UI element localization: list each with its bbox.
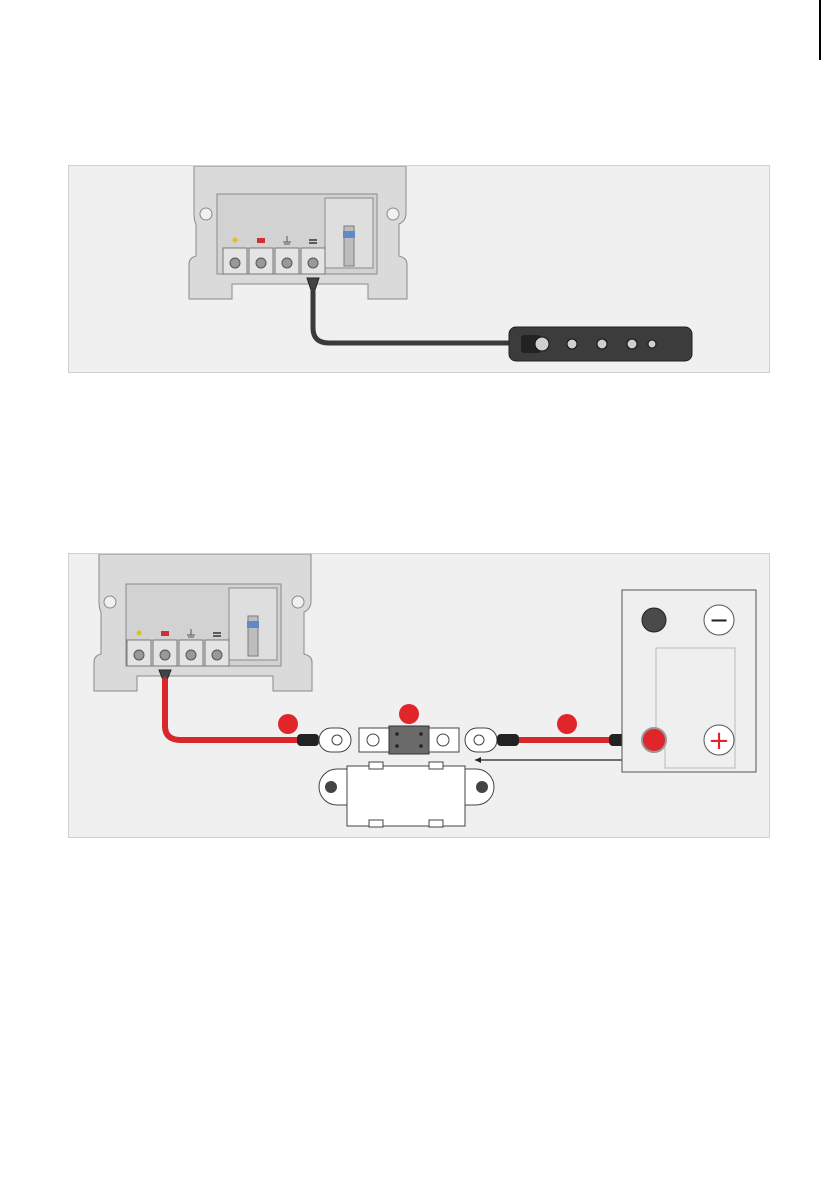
battery-icon	[161, 631, 169, 636]
lug-sleeve	[297, 734, 319, 746]
positive-diagram-svg: − +	[69, 554, 770, 838]
charger-unit	[94, 554, 312, 691]
battery-positive-post	[642, 728, 666, 752]
fuse-holder	[319, 762, 494, 827]
negative-symbol-text: −	[709, 606, 729, 634]
negative-busbar	[509, 327, 692, 361]
solar-icon	[137, 631, 142, 636]
lug-sleeve	[497, 734, 519, 746]
battery-negative-post	[642, 608, 666, 632]
figure-ground-connection	[68, 165, 770, 373]
figure-positive-connection: − +	[68, 553, 770, 838]
battery-icon	[257, 238, 265, 243]
black-negative-cable	[313, 290, 509, 343]
callout-3	[557, 714, 577, 734]
positive-symbol-text: +	[708, 726, 730, 756]
page-edge-line	[819, 0, 821, 60]
fuse	[359, 726, 459, 754]
callout-2	[399, 704, 419, 724]
callout-1	[278, 714, 298, 734]
ground-diagram-svg	[69, 166, 770, 373]
solar-icon	[233, 238, 238, 243]
charger-unit	[189, 166, 407, 299]
